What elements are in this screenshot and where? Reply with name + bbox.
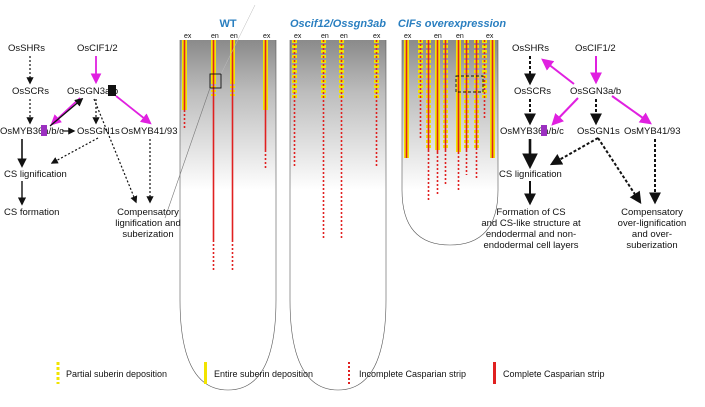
node-compensatory-line1: Compensatory (621, 207, 683, 218)
node-compensatory-line2: over-lignification (618, 218, 687, 229)
node-osmyb36: OsMYB36a/b/c (0, 126, 64, 137)
node-compensatory-line4: suberization (626, 240, 677, 251)
node-osmyb41: OsMYB41/93 (624, 126, 681, 137)
node-formation-line2: and CS-like structure at (481, 218, 581, 229)
node-compensatory-line2: lignification and (115, 218, 181, 229)
arrow-magenta (551, 97, 579, 126)
arrow-magenta (115, 95, 152, 125)
node-ossgn1: OsSGN1s (77, 126, 120, 137)
left-network: OsSHRs OsCIF1/2 OsSCRs OsSGN3a/b OsMYB36… (0, 43, 181, 240)
node-formation-line1: Formation of CS (496, 207, 565, 218)
zoom-line (164, 87, 211, 219)
node-ossgn3: OsSGN3a/b (570, 86, 621, 97)
col-label-ex: ex (486, 33, 494, 40)
col-label-ex: ex (373, 33, 381, 40)
node-osmyb41: OsMYB41/93 (121, 126, 178, 137)
node-compensatory-line3: suberization (122, 229, 173, 240)
node-oscif: OsCIF1/2 (77, 43, 118, 54)
arrow-dotted (93, 98, 138, 204)
node-osscrs: OsSCRs (514, 86, 551, 97)
root-panel-wt (179, 40, 277, 391)
col-label-ex: ex (294, 33, 302, 40)
panel-gradient (290, 40, 386, 190)
overexpression-strips (404, 40, 495, 200)
col-label-ex: ex (404, 33, 412, 40)
legend: Partial suberin deposition Entire suberi… (56, 362, 605, 384)
right-network: OsSHRs OsCIF1/2 OsSCRs OsSGN3a/b OsMYB36… (481, 43, 686, 251)
node-ossgn1: OsSGN1s (577, 126, 620, 137)
legend-label-incomplete: Incomplete Casparian strip (359, 369, 466, 379)
arrow-dotted-bold (549, 137, 599, 166)
zoom-box (455, 75, 484, 93)
col-label-en: en (456, 33, 464, 40)
col-label-en: en (434, 33, 442, 40)
node-osshrs: OsSHRs (8, 43, 45, 54)
node-formation-line3: endodermal and non- (486, 229, 576, 240)
root-outline (179, 40, 277, 391)
root-outline (401, 40, 499, 246)
legend-label-entire: Entire suberin deposition (214, 369, 313, 379)
mutant-strips (292, 40, 379, 240)
arrow-dotted-bold (597, 137, 642, 205)
mark-box-purple (541, 125, 547, 136)
legend-swatch-complete (493, 362, 496, 384)
node-osshrs: OsSHRs (512, 43, 549, 54)
root-panel-mutant (289, 40, 387, 391)
panel-title-overexpression: CIFs overexpression (398, 18, 506, 30)
node-formation-line4: endodermal cell layers (483, 240, 578, 251)
panel-title-mutant: Oscif12/Ossgn3ab (290, 18, 386, 30)
col-label-ex: ex (184, 33, 192, 40)
col-label-en: en (321, 33, 329, 40)
zoom-line (220, 4, 256, 75)
mark-box-purple (41, 125, 47, 136)
col-label-en: en (230, 33, 238, 40)
node-compensatory-line3: and over- (632, 229, 672, 240)
root-outline (289, 40, 387, 391)
node-ossgn3: OsSGN3a/b (67, 86, 118, 97)
zoom-box (209, 73, 222, 89)
node-cs-formation: CS formation (4, 207, 59, 218)
legend-label-complete: Complete Casparian strip (503, 369, 605, 379)
legend-swatch-entire (204, 362, 207, 384)
node-osmyb36: OsMYB36a/b/c (500, 126, 564, 137)
wt-strips (164, 4, 268, 272)
col-label-ex: ex (263, 33, 271, 40)
node-compensatory-line1: Compensatory (117, 207, 179, 218)
arrow-dotted (50, 137, 99, 164)
node-oscif: OsCIF1/2 (575, 43, 616, 54)
arrow-magenta (611, 95, 652, 125)
node-cs-lignification: CS lignification (4, 169, 67, 180)
node-cs-lignification: CS lignification (499, 169, 562, 180)
col-label-en: en (340, 33, 348, 40)
arrow-solid (49, 97, 84, 127)
mark-box-black (108, 85, 116, 96)
panel-title-wt: WT (219, 18, 236, 30)
legend-label-partial: Partial suberin deposition (66, 369, 167, 379)
col-label-en: en (211, 33, 219, 40)
panel-gradient (180, 40, 276, 190)
node-osscrs: OsSCRs (12, 86, 49, 97)
arrow-magenta (541, 58, 575, 85)
